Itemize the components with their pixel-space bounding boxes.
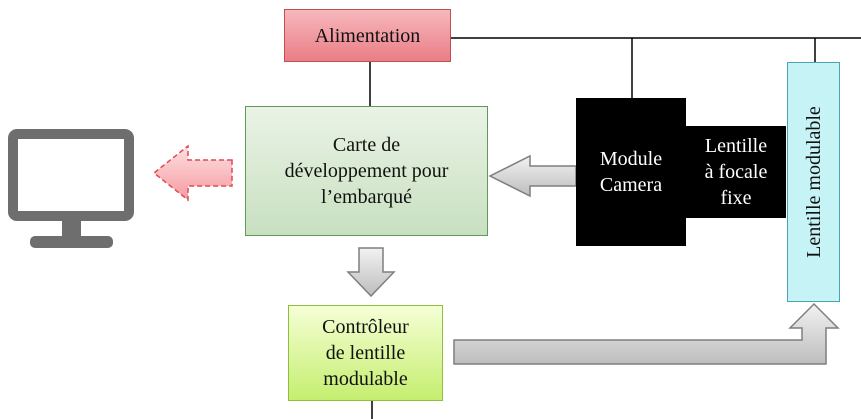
- board-label-line2: développement pour: [284, 160, 449, 182]
- camera-module-box: Module Camera: [576, 98, 686, 246]
- board-label-line1: Carte de: [332, 134, 401, 156]
- modular-lens-box: Lentille modulable: [787, 62, 840, 302]
- fixed-lens-label-line3: fixe: [720, 187, 752, 209]
- power-lines: [369, 37, 861, 419]
- board-to-controller-arrow: [346, 247, 396, 298]
- camera-to-board-arrow: [488, 154, 577, 198]
- controller-label-line3: modulable: [323, 368, 408, 390]
- board-to-display-arrow: [152, 144, 233, 202]
- alimentation-box: Alimentation: [284, 9, 451, 62]
- fixed-lens-box: Lentille à focale fixe: [686, 126, 786, 218]
- alimentation-label: Alimentation: [314, 24, 421, 47]
- monitor-icon: [8, 129, 134, 248]
- controller-label-line2: de lentille: [325, 342, 406, 364]
- board-label-line3: l’embarqué: [320, 186, 413, 208]
- camera-label-line1: Module: [599, 148, 663, 170]
- controller-to-lens-arrow: [453, 302, 840, 365]
- controller-label-line1: Contrôleur: [322, 316, 409, 338]
- embedded-board-box: Carte de développement pour l’embarqué: [245, 106, 488, 236]
- lens-controller-box: Contrôleur de lentille modulable: [288, 305, 443, 401]
- fixed-lens-label-line2: à focale: [704, 161, 768, 183]
- modular-lens-label: Lentille modulable: [802, 106, 825, 258]
- camera-label-line2: Camera: [599, 174, 663, 196]
- fixed-lens-label-line1: Lentille: [704, 135, 768, 157]
